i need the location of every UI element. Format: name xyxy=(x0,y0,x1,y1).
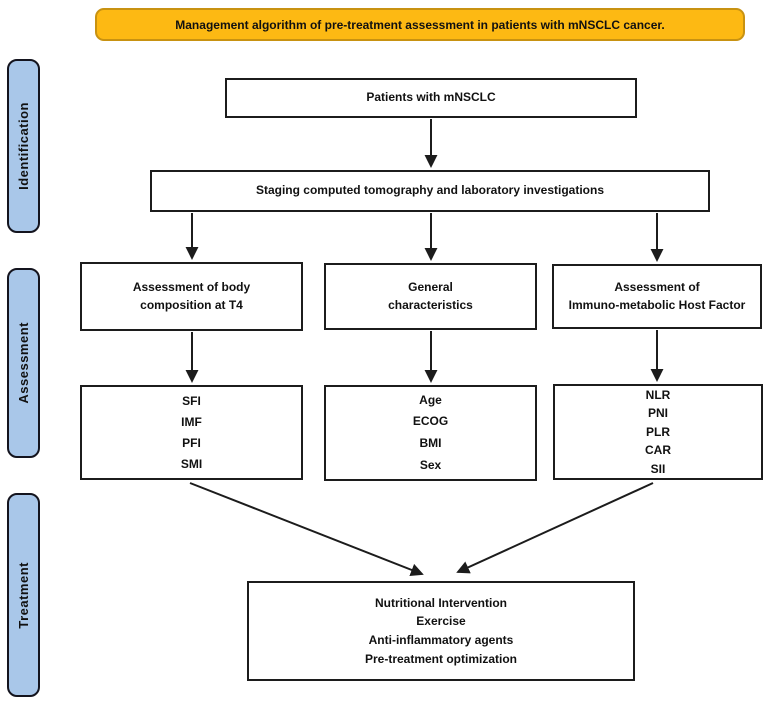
phase-label-assessment: Assessment xyxy=(7,268,40,458)
general-characteristics-items-box: Age ECOG BMI Sex xyxy=(324,385,537,481)
body-composition-header-text: Assessment of body composition at T4 xyxy=(132,280,251,312)
staging-box: Staging computed tomography and laborato… xyxy=(150,170,710,212)
body-composition-items-text: SFI IMF PFI SMI xyxy=(180,393,203,471)
phase-label-treatment: Treatment xyxy=(7,493,40,697)
staging-box-text: Staging computed tomography and laborato… xyxy=(255,183,605,198)
immuno-metabolic-items-box: NLR PNI PLR CAR SII xyxy=(553,384,763,480)
immuno-metabolic-header-box: Assessment of Immuno-metabolic Host Fact… xyxy=(552,264,762,329)
patients-box: Patients with mNSCLC xyxy=(225,78,637,118)
title-banner: Management algorithm of pre-treatment as… xyxy=(95,8,745,41)
immuno-metabolic-header-text: Assessment of Immuno-metabolic Host Fact… xyxy=(568,280,746,312)
treatment-interventions-text: Nutritional Intervention Exercise Anti-i… xyxy=(364,595,517,666)
immuno-metabolic-items-text: NLR PNI PLR CAR SII xyxy=(645,387,671,476)
phase-label-identification: Identification xyxy=(7,59,40,233)
general-characteristics-items-text: Age ECOG BMI Sex xyxy=(412,392,449,472)
body-composition-items-box: SFI IMF PFI SMI xyxy=(80,385,303,480)
figure-title: Management algorithm of pre-treatment as… xyxy=(175,17,665,32)
body-composition-header-box: Assessment of body composition at T4 xyxy=(80,262,303,331)
treatment-interventions-box: Nutritional Intervention Exercise Anti-i… xyxy=(247,581,635,681)
general-characteristics-header-text: General characteristics xyxy=(388,280,473,312)
general-characteristics-header-box: General characteristics xyxy=(324,263,537,330)
patients-box-text: Patients with mNSCLC xyxy=(366,90,496,105)
